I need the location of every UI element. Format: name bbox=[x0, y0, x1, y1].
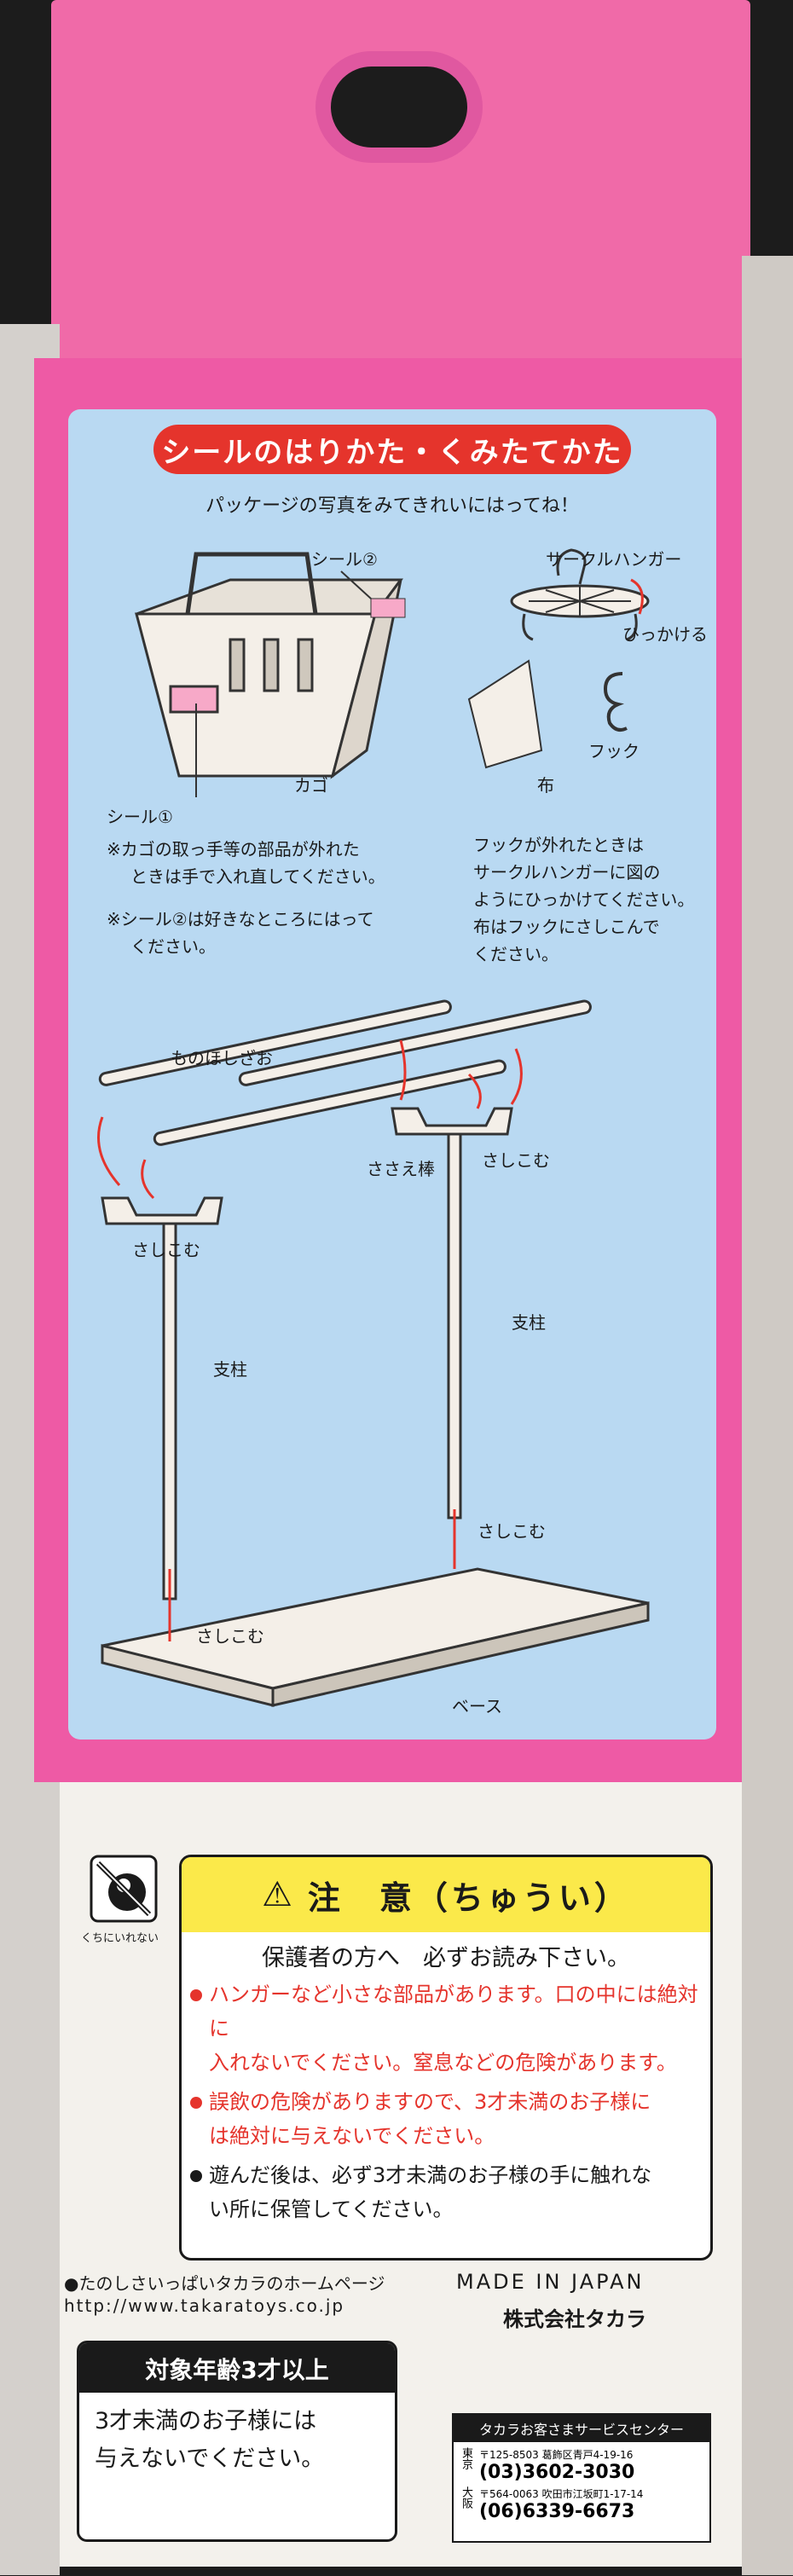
insert-label-left-top: さしこむ bbox=[132, 1240, 200, 1260]
age-text-line-2: 与えないでください。 bbox=[95, 2446, 325, 2472]
caution-item-3: 遊んだ後は、必ず3才未満のお子様の手に触れな い所に保管してください。 bbox=[190, 2158, 698, 2226]
basket-illustration bbox=[135, 552, 403, 779]
tokyo-label: 東京 bbox=[460, 2447, 472, 2469]
seal-2-sticker bbox=[370, 598, 406, 618]
insert-label-right-top: さしこむ bbox=[482, 1150, 550, 1171]
red-bullet-icon bbox=[190, 2097, 202, 2109]
hook-note-line-3: ようにひっかけてください。 bbox=[473, 889, 695, 910]
caution-item-1-line-2: 入れないでください。窒息などの危険があります。 bbox=[209, 2051, 677, 2075]
insert-label-right-bottom: さしこむ bbox=[478, 1521, 546, 1542]
seal-note-line-1: ※シール②は好きなところにはって bbox=[107, 909, 374, 929]
age-text: 3才未満のお子様には 与えないでください。 bbox=[95, 2403, 395, 2478]
hang-hole bbox=[315, 51, 483, 163]
osaka-label: 大阪 bbox=[460, 2486, 472, 2509]
circle-hanger-illustration bbox=[510, 548, 650, 641]
post-label-right: 支柱 bbox=[512, 1312, 546, 1333]
age-text-line-1: 3才未満のお子様には bbox=[95, 2408, 317, 2434]
caution-item-3-line-1: 遊んだ後は、必ず3才未満のお子様の手に触れな bbox=[209, 2163, 652, 2187]
hook-note-line-2: サークルハンガーに図の bbox=[473, 862, 661, 883]
tokyo-address: 〒125-8503 葛飾区青戸4-19-16 bbox=[479, 2449, 634, 2461]
drying-rack-illustration bbox=[98, 999, 650, 1707]
circle-hanger-label: サークルハンガー bbox=[546, 549, 682, 570]
seal-note-line-2: ください。 bbox=[130, 936, 216, 957]
caution-heading: ⚠ 注 意（ちゅうい） bbox=[182, 1857, 710, 1932]
basket-label: カゴ bbox=[294, 775, 328, 796]
osaka-address: 〒564-0063 吹田市江坂町1-17-14 bbox=[479, 2488, 644, 2500]
age-heading: 対象年齢3才以上 bbox=[79, 2343, 395, 2393]
hook-action-label: ひっかける bbox=[622, 624, 708, 645]
base-label: ベース bbox=[452, 1696, 502, 1716]
pole-label: ものほしざお bbox=[171, 1048, 273, 1068]
tokyo-phone: (03)3602-3030 bbox=[479, 2462, 635, 2483]
company-name: 株式会社タカラ bbox=[503, 2307, 646, 2331]
basket-note-line-1: ※カゴの取っ手等の部品が外れた bbox=[107, 839, 360, 860]
service-center-box: タカラお客さまサービスセンター 東京 〒125-8503 葛飾区青戸4-19-1… bbox=[452, 2413, 711, 2543]
caution-item-2-line-2: は絶対に与えないでください。 bbox=[209, 2124, 495, 2148]
hook-note-line-5: ください。 bbox=[473, 944, 559, 964]
black-bullet-icon bbox=[190, 2170, 202, 2182]
caution-item-2-line-1: 誤飲の危険がありますので、3才未満のお子様に bbox=[209, 2090, 651, 2114]
caution-subheading: 保護者の方へ 必ずお読み下さい。 bbox=[262, 1945, 630, 1971]
no-mouth-caption: くちにいれない bbox=[81, 1932, 159, 1945]
instructions-title: シールのはりかた・くみたてかた bbox=[153, 425, 631, 474]
seal-1-label: シール① bbox=[107, 807, 173, 827]
osaka-phone: (06)6339-6673 bbox=[479, 2501, 635, 2522]
caution-item-2: 誤飲の危険がありますので、3才未満のお子様に は絶対に与えないでください。 bbox=[190, 2085, 698, 2153]
instructions-illustration bbox=[97, 548, 650, 1707]
hook-note-line-4: 布はフックにさしこんで bbox=[473, 917, 660, 937]
hook-illustration bbox=[603, 672, 628, 732]
red-bullet-icon bbox=[190, 1989, 202, 2001]
homepage-url[interactable]: http://www.takaratoys.co.jp bbox=[64, 2295, 345, 2316]
support-bar-label: ささえ棒 bbox=[367, 1159, 435, 1179]
age-warning-box: 対象年齢3才以上 3才未満のお子様には 与えないでください。 bbox=[77, 2341, 397, 2542]
homepage-label: ●たのしさいっぱいタカラのホームページ bbox=[64, 2273, 385, 2294]
hook-note: フックが外れたときは サークルハンガーに図の ようにひっかけてください。 布はフ… bbox=[473, 831, 694, 968]
caution-item-1: ハンガーなど小さな部品があります。口の中には絶対に 入れないでください。窒息など… bbox=[190, 1977, 698, 2080]
caution-box: ⚠ 注 意（ちゅうい） 保護者の方へ 必ずお読み下さい。 ハンガーなど小さな部品… bbox=[179, 1855, 713, 2261]
caution-heading-text: 注 意（ちゅうい） bbox=[307, 1878, 630, 1917]
warning-triangle-icon: ⚠ bbox=[262, 1875, 296, 1914]
cloth-label: 布 bbox=[537, 775, 554, 796]
basket-note: ※カゴの取っ手等の部品が外れた ときは手で入れ直してください。 bbox=[107, 836, 385, 890]
caution-item-1-line-1: ハンガーなど小さな部品があります。口の中には絶対に bbox=[209, 1983, 698, 2041]
box-side-right bbox=[742, 256, 793, 2575]
instructions-subtitle: パッケージの写真をみてきれいにはってね！ bbox=[205, 495, 579, 517]
hook-label: フック bbox=[588, 741, 640, 761]
no-mouth-icon bbox=[90, 1855, 158, 1923]
insert-label-left-bottom: さしこむ bbox=[196, 1626, 264, 1647]
post-label-left: 支柱 bbox=[213, 1359, 247, 1380]
basket-note-line-2: ときは手で入れ直してください。 bbox=[130, 866, 385, 887]
hook-note-line-1: フックが外れたときは bbox=[473, 835, 644, 855]
service-center-title: タカラお客さまサービスセンター bbox=[454, 2415, 709, 2442]
seal-note: ※シール②は好きなところにはって ください。 bbox=[107, 906, 374, 960]
seal-2-label: シール② bbox=[311, 549, 378, 570]
made-in-label: MADE IN JAPAN bbox=[456, 2270, 645, 2294]
caution-item-3-line-2: い所に保管してください。 bbox=[209, 2197, 454, 2221]
